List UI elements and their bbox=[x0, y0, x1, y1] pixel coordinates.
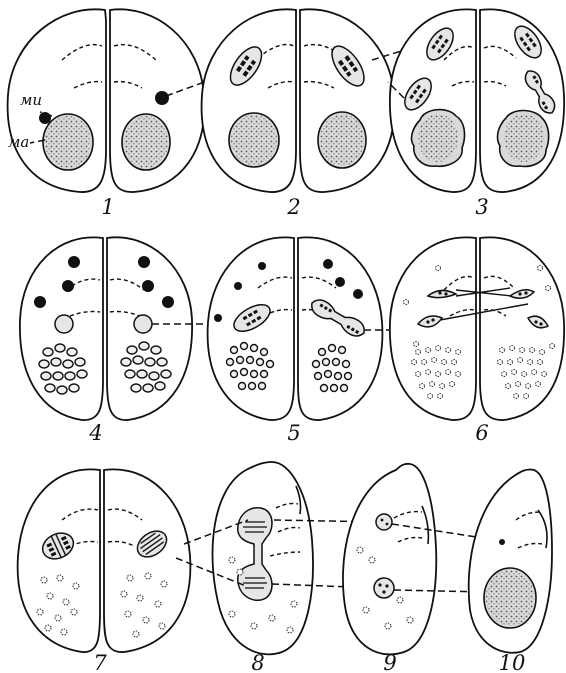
stage-label-4: 4 bbox=[88, 421, 102, 445]
stage-label-1: 1 bbox=[101, 195, 114, 219]
stage-label-9: 9 bbox=[383, 651, 396, 673]
stage-7-pair bbox=[18, 469, 191, 652]
micronucleus bbox=[499, 539, 505, 545]
stage-label-7: 7 bbox=[93, 651, 107, 673]
micronucleus bbox=[155, 91, 169, 105]
stage-4-pair bbox=[20, 237, 192, 420]
stage-3-pair bbox=[390, 9, 564, 192]
cell-right-outline bbox=[298, 237, 382, 420]
pronucleus bbox=[55, 315, 73, 333]
stage-9-cell bbox=[343, 464, 436, 655]
stage-label-3: 3 bbox=[475, 195, 488, 219]
cell-left-outline bbox=[18, 469, 100, 652]
micronucleus-label: ми bbox=[20, 91, 42, 109]
stage-5-pair bbox=[208, 237, 383, 420]
stage-label-8: 8 bbox=[251, 651, 264, 673]
stage-label-10: 10 bbox=[499, 651, 526, 673]
pronucleus bbox=[134, 315, 152, 333]
macronucleus-anlage bbox=[374, 578, 394, 598]
micronucleus bbox=[39, 112, 51, 124]
stage-8-cell bbox=[213, 462, 313, 654]
macronucleus-label: ма bbox=[8, 133, 29, 151]
stage-label-2: 2 bbox=[286, 195, 300, 219]
stage-label-5: 5 bbox=[287, 421, 300, 445]
micronucleus bbox=[376, 514, 392, 530]
stage-2-pair bbox=[202, 9, 395, 192]
cell-left-outline bbox=[390, 237, 476, 420]
stage-6-pair bbox=[390, 237, 564, 420]
cell-right-outline bbox=[104, 469, 190, 652]
stage-10-cell bbox=[469, 469, 552, 652]
cell-right-outline bbox=[480, 237, 564, 420]
stage-label-6: 6 bbox=[475, 421, 488, 445]
